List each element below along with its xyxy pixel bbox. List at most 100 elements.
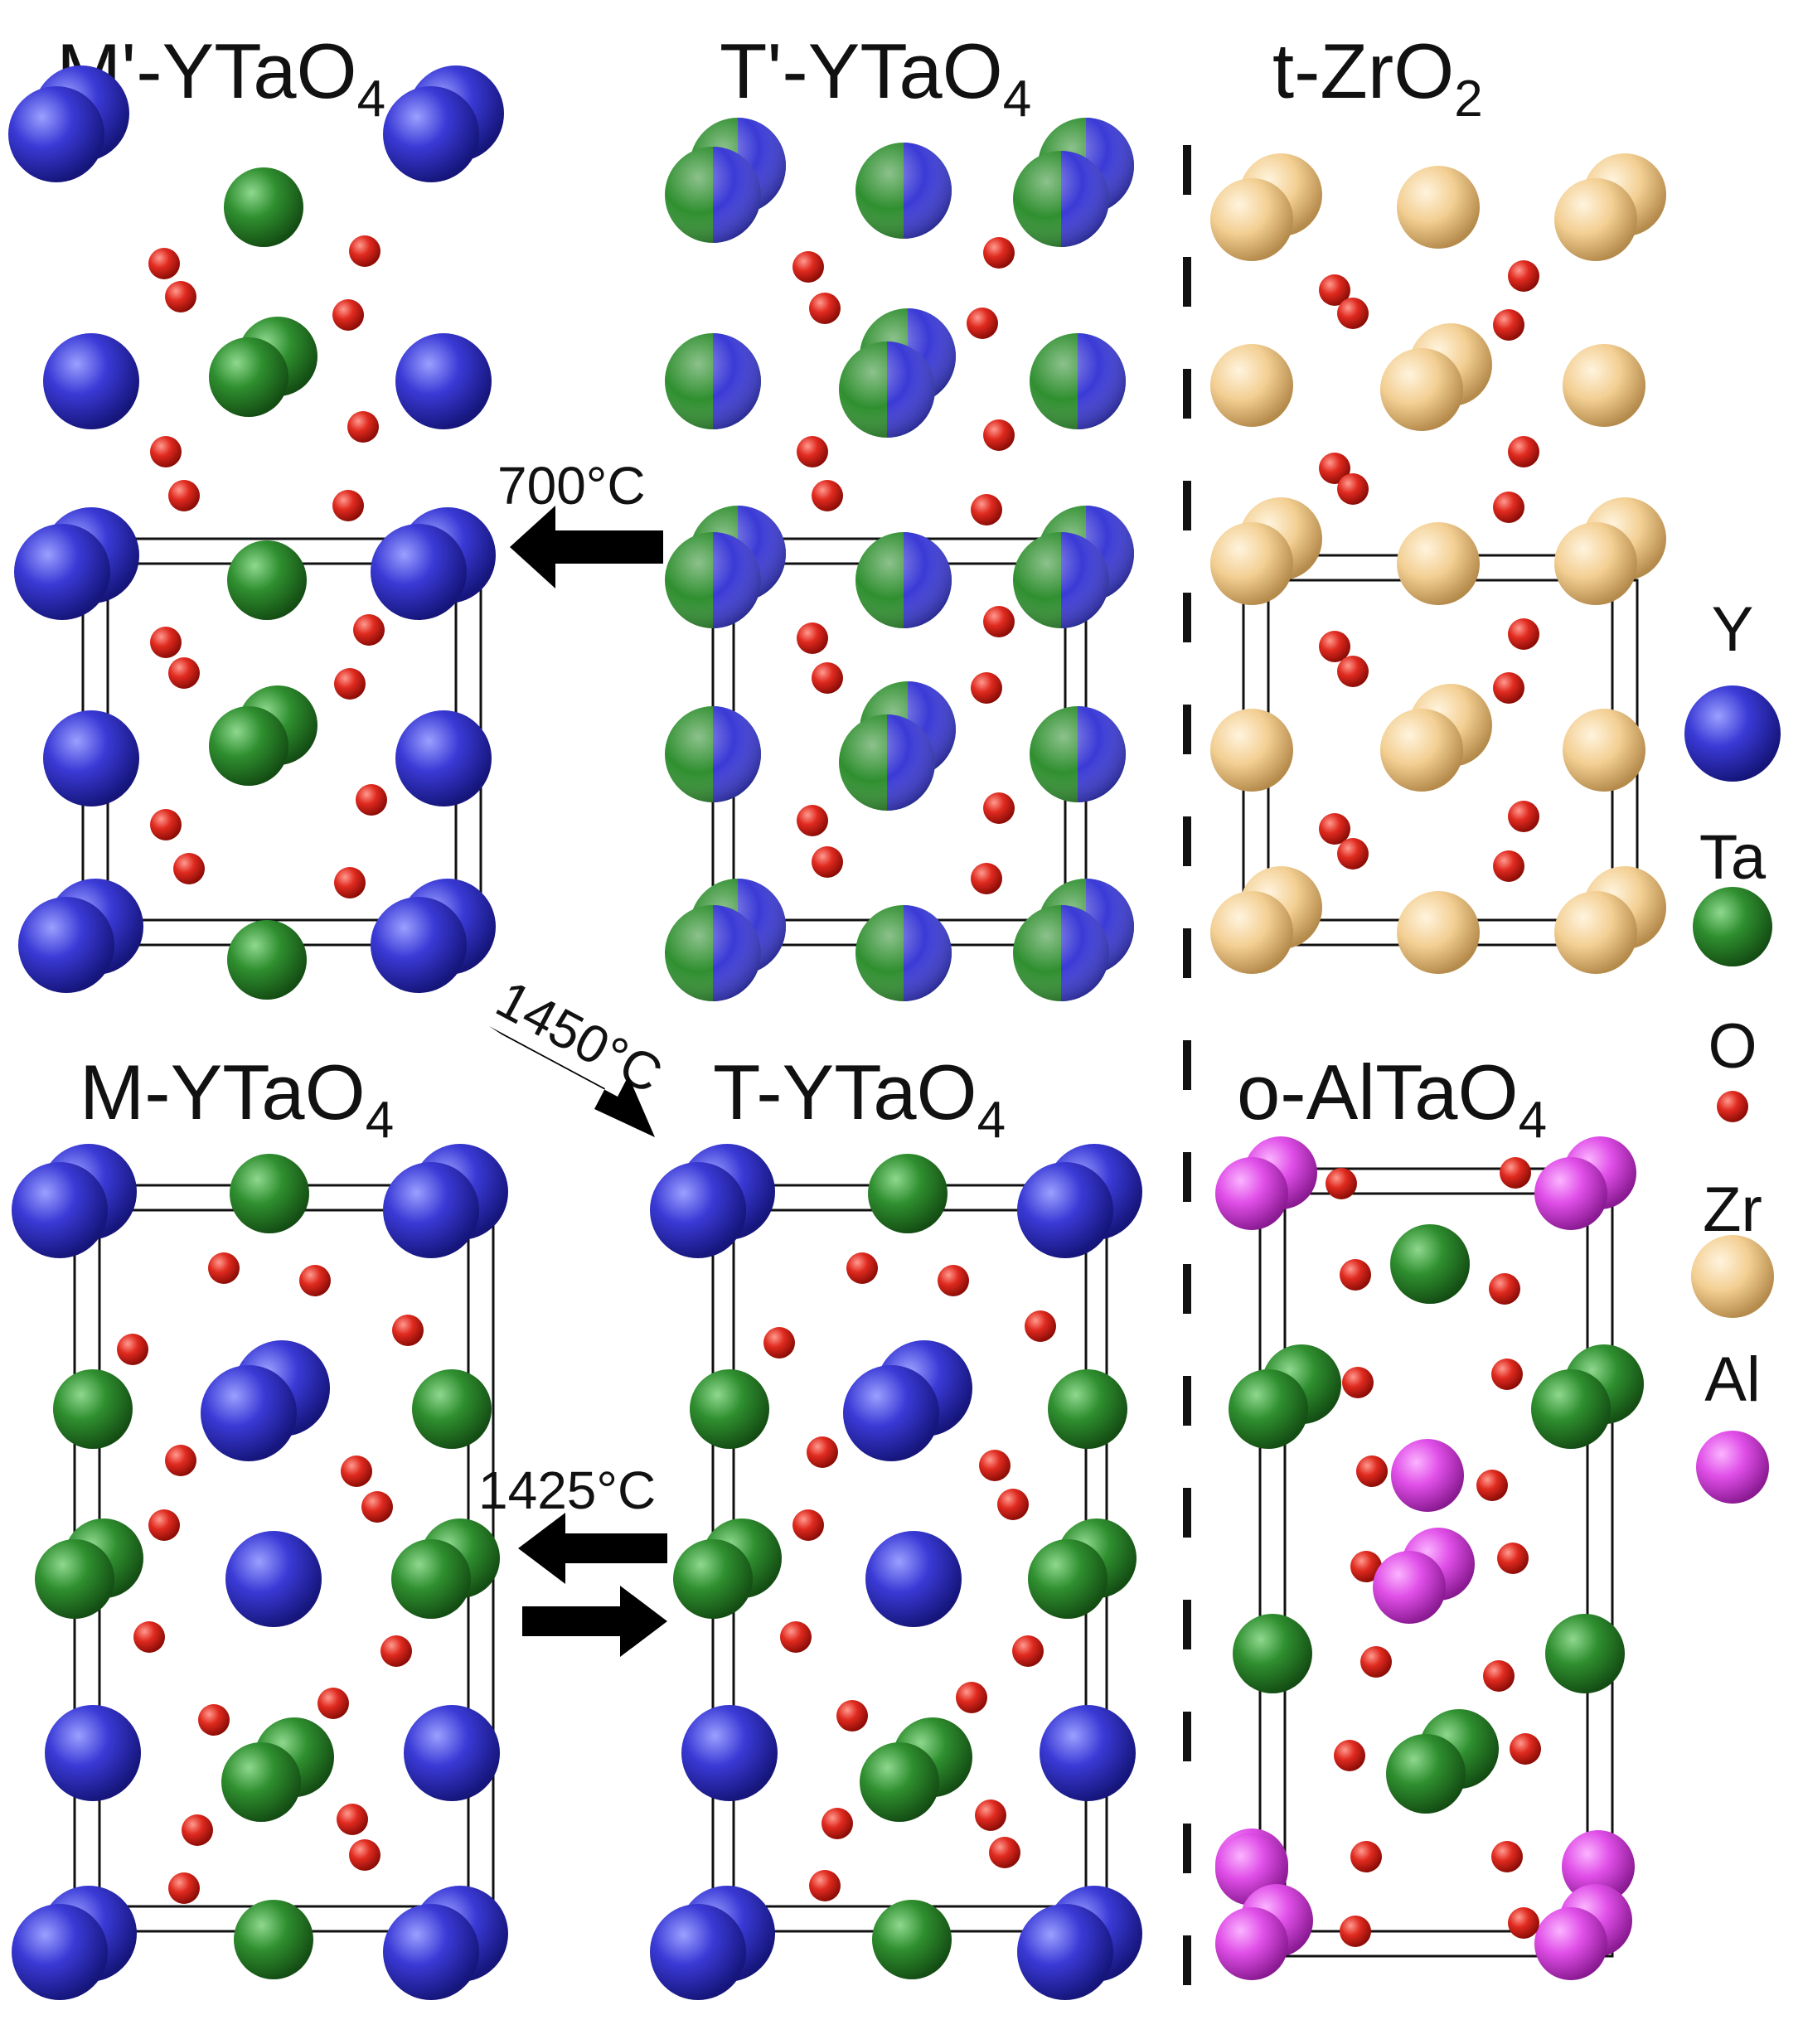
- o-atom: [1337, 473, 1369, 505]
- o-atom: [975, 1799, 1006, 1831]
- o-atom: [1337, 656, 1369, 687]
- legend-swatch-y: [1684, 685, 1781, 782]
- y-atom: [43, 710, 139, 806]
- o-atom: [334, 668, 366, 700]
- ta-atom: [1229, 1369, 1308, 1449]
- o-atom: [337, 1804, 368, 1835]
- o-atom: [809, 1870, 841, 1901]
- o-atom: [989, 1837, 1020, 1868]
- o-atom: [1491, 1841, 1523, 1872]
- zr-atom: [1210, 709, 1293, 792]
- o-atom: [797, 436, 828, 467]
- al-atom: [1534, 1907, 1607, 1980]
- o-atom: [1510, 1733, 1541, 1765]
- ta-atom: [412, 1369, 492, 1449]
- atom-shading: [1030, 333, 1126, 429]
- o-atom: [182, 1814, 213, 1846]
- o-atom: [356, 784, 387, 816]
- zr-atom: [1210, 522, 1293, 605]
- y-ta-mixed-atom: [1013, 905, 1109, 1001]
- o-atom: [168, 480, 200, 511]
- ta-atom: [209, 706, 288, 786]
- zr-atom: [1397, 522, 1480, 605]
- y-atom: [383, 1162, 479, 1258]
- o-atom: [983, 237, 1015, 269]
- y-ta-mixed-atom: [839, 714, 935, 811]
- y-atom: [371, 524, 467, 620]
- o-atom: [1493, 672, 1524, 704]
- o-atom: [1319, 274, 1350, 306]
- o-atom: [812, 480, 843, 511]
- y-atom: [12, 1162, 108, 1258]
- panel-title-t-zro2: t-ZrO2: [1272, 27, 1483, 128]
- y-atom: [18, 897, 114, 993]
- o-atom: [1497, 1543, 1529, 1574]
- o-atom: [1350, 1841, 1382, 1872]
- label-1425c: 1425°C: [478, 1460, 656, 1520]
- atom-shading: [855, 143, 952, 239]
- o-atom: [1489, 1273, 1520, 1305]
- y-ta-mixed-atom: [855, 143, 952, 239]
- zr-atom: [1210, 891, 1293, 974]
- o-atom: [1319, 631, 1350, 662]
- o-atom: [971, 863, 1002, 894]
- label-700c: 700°C: [497, 456, 646, 516]
- o-atom: [763, 1327, 795, 1359]
- panel-title-t: T-YTaO4: [713, 1049, 1006, 1149]
- o-atom: [956, 1682, 987, 1713]
- atom-shading: [855, 532, 952, 628]
- y-atom: [371, 897, 467, 993]
- y-ta-mixed-atom: [1013, 151, 1109, 247]
- ta-atom: [1386, 1734, 1466, 1814]
- al-atom: [1391, 1439, 1464, 1512]
- o-atom: [967, 308, 998, 339]
- y-ta-mixed-atom: [1013, 532, 1109, 628]
- zr-atom: [1397, 166, 1480, 249]
- ta-atom: [391, 1539, 471, 1619]
- y-atom: [14, 524, 110, 620]
- ta-atom: [1028, 1539, 1107, 1619]
- panel-title-o-altao4: o-AlTaO4: [1237, 1049, 1547, 1149]
- y-atom: [383, 86, 479, 182]
- zr-atom: [1554, 522, 1637, 605]
- atoms-o-altao4: [1215, 1136, 1644, 1980]
- arrow-1450c: [489, 1026, 655, 1137]
- ta-atom: [224, 167, 303, 247]
- panel-title-m: M-YTaO4: [80, 1049, 394, 1149]
- unit-cell-o-altao4: [1258, 1167, 1614, 1958]
- o-atom: [353, 614, 385, 646]
- o-atom: [1337, 298, 1369, 329]
- o-atom: [392, 1315, 424, 1346]
- arrow-700c: [510, 506, 663, 588]
- o-atom: [1025, 1310, 1056, 1342]
- atom-shading: [1013, 151, 1109, 247]
- zr-atom: [1380, 348, 1463, 431]
- y-ta-mixed-atom: [665, 147, 761, 243]
- y-ta-mixed-atom: [855, 532, 952, 628]
- o-atom: [1340, 1259, 1371, 1291]
- ta-atom: [690, 1369, 769, 1449]
- o-atom: [797, 805, 828, 836]
- o-atom: [332, 490, 364, 521]
- o-atom: [1508, 618, 1539, 650]
- atom-shading: [665, 905, 761, 1001]
- o-atom: [971, 494, 1002, 526]
- ta-atom: [230, 1154, 309, 1233]
- o-atom: [983, 419, 1015, 451]
- ta-atom: [221, 1742, 301, 1822]
- o-atom: [979, 1450, 1011, 1481]
- ta-atom: [53, 1369, 133, 1449]
- o-atom: [1350, 1551, 1382, 1582]
- o-atom: [780, 1621, 812, 1653]
- y-atom: [1017, 1162, 1113, 1258]
- arrow-1425c-forward: [522, 1586, 667, 1657]
- o-atom: [317, 1688, 349, 1719]
- ta-atom: [209, 337, 288, 417]
- zr-atom: [1397, 891, 1480, 974]
- ta-atom: [1048, 1369, 1127, 1449]
- o-atom: [792, 251, 824, 283]
- atoms-m-prime: [8, 65, 504, 1000]
- ta-atom: [1390, 1224, 1470, 1304]
